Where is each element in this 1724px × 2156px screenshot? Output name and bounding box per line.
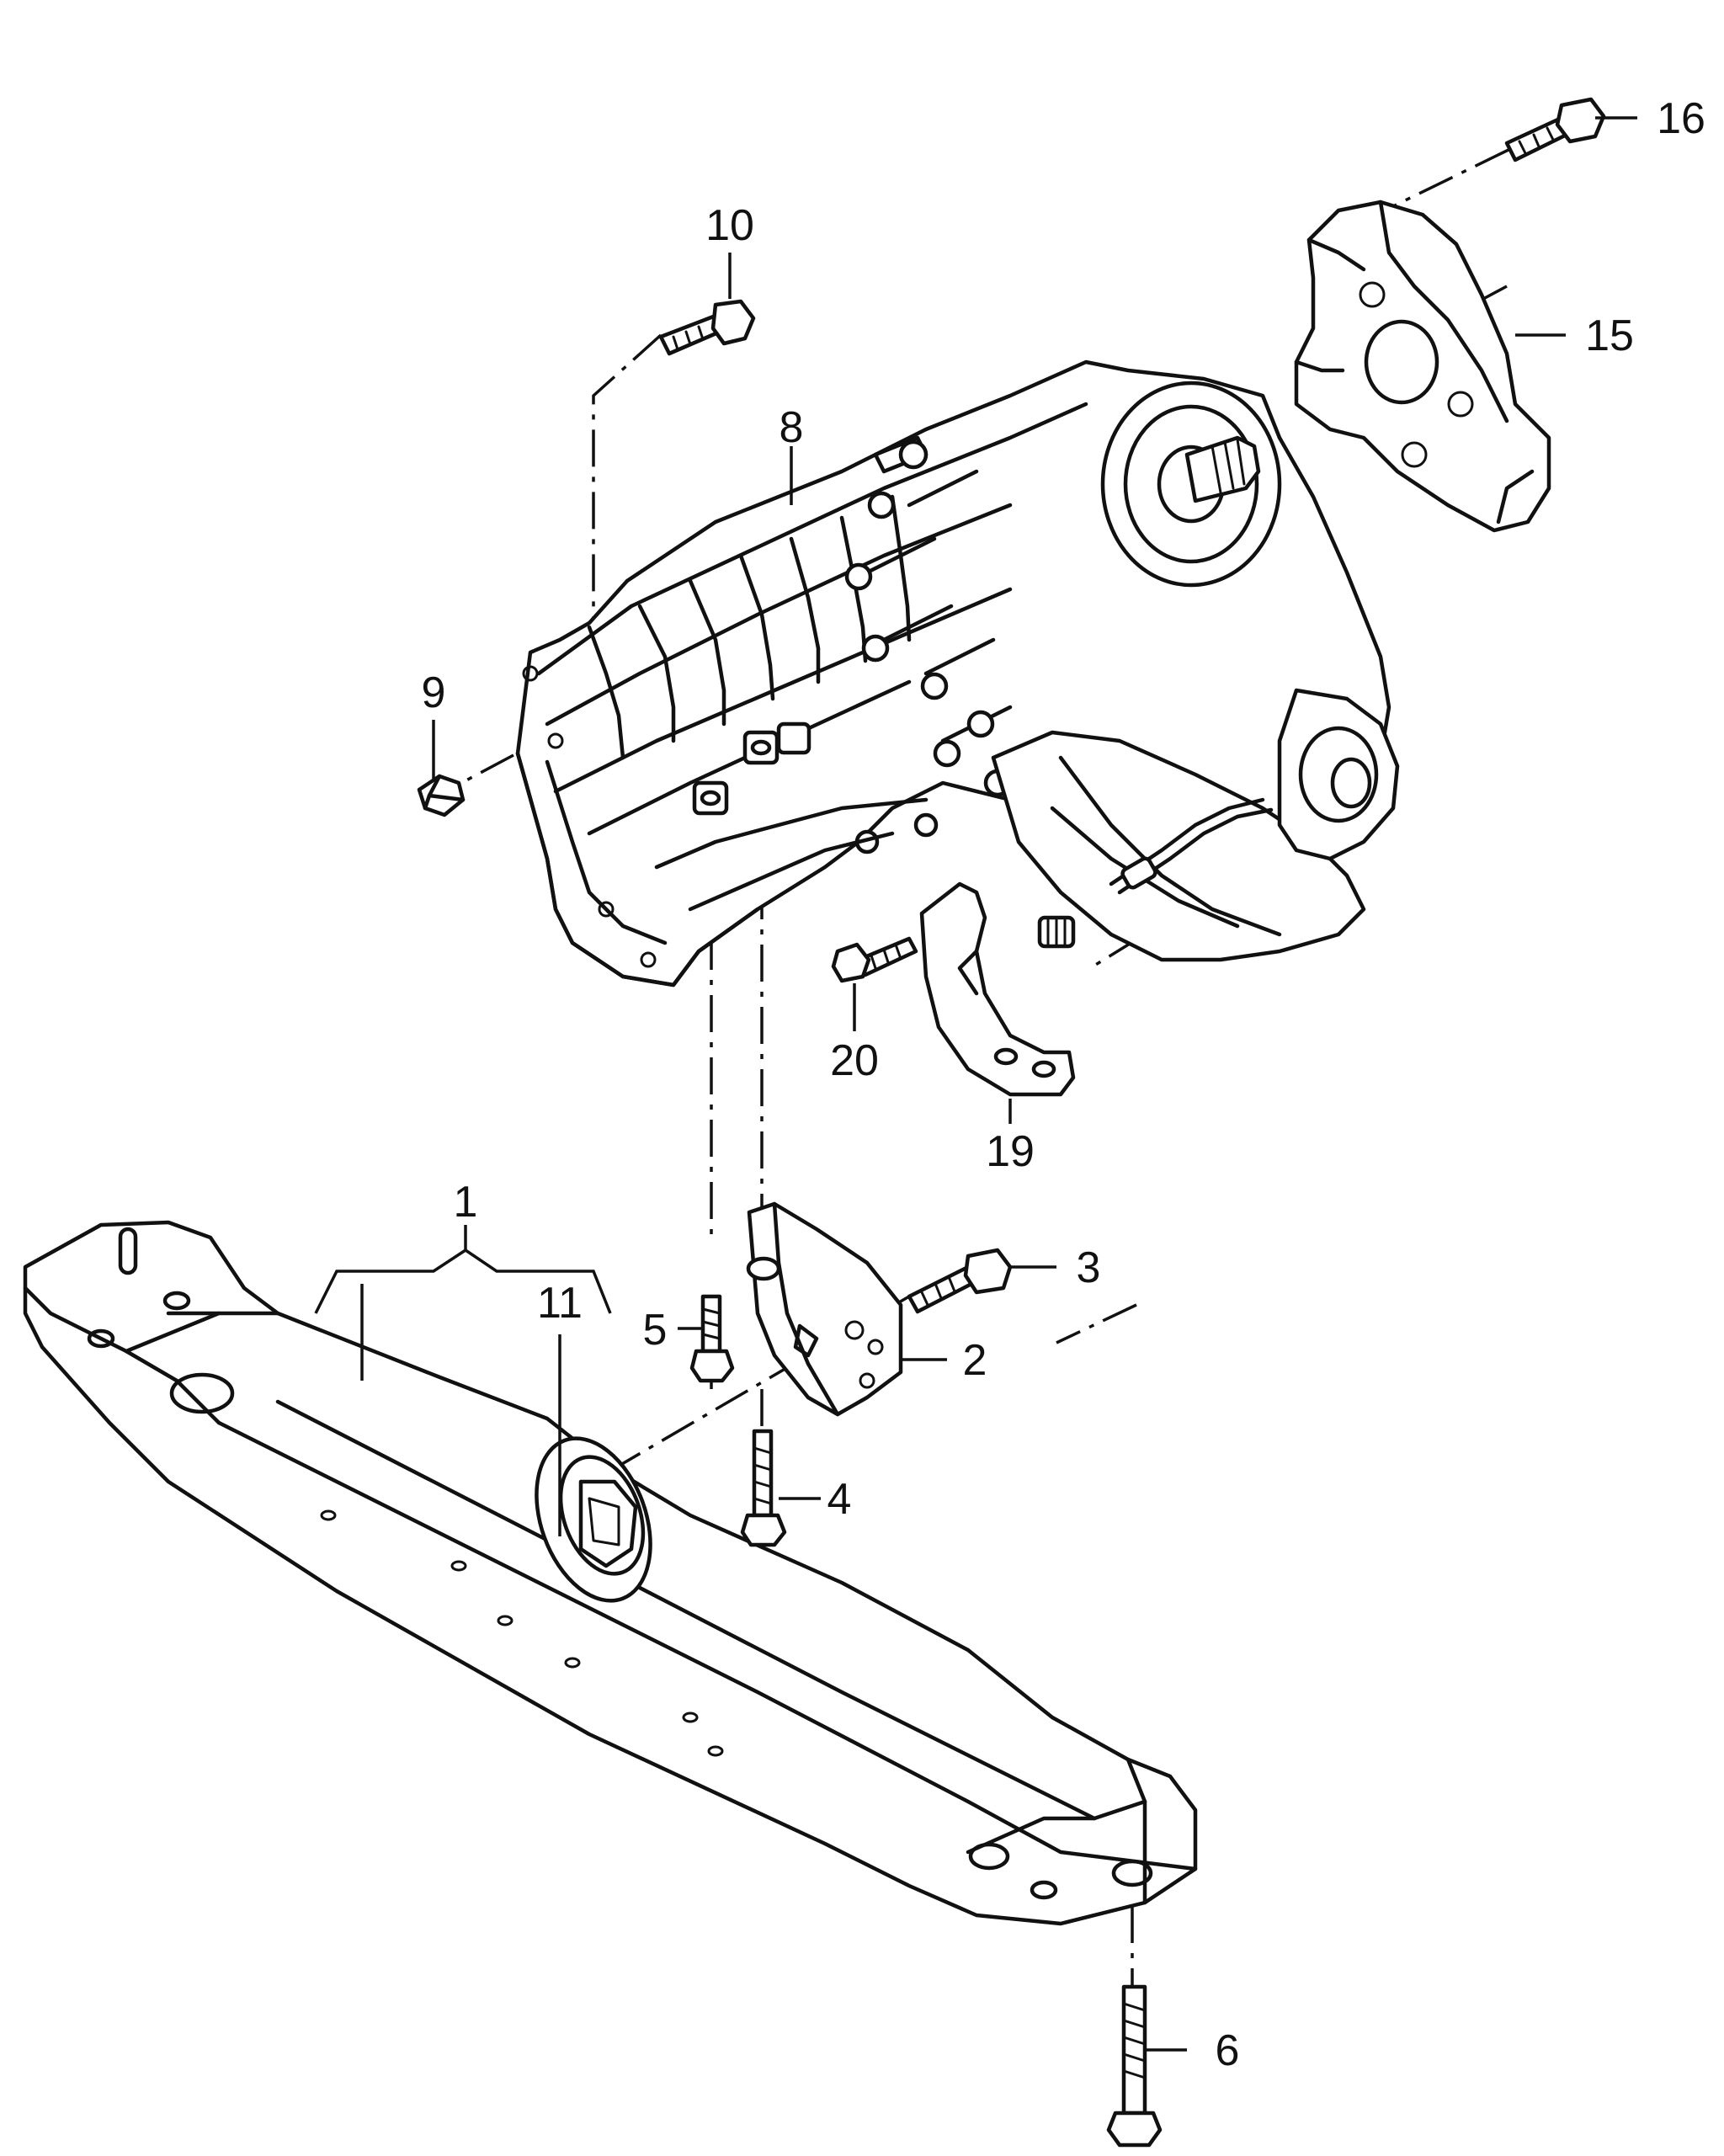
label-20: 20 — [830, 1036, 879, 1085]
bolt-5 — [689, 1294, 735, 1383]
bolt-16 — [1504, 97, 1606, 162]
label-1: 1 — [454, 1178, 478, 1227]
cover-plate — [1294, 200, 1551, 533]
clamp — [919, 881, 1076, 1097]
bolt-4 — [740, 1429, 787, 1547]
label-11: 11 — [537, 1279, 583, 1328]
nut — [417, 774, 466, 817]
label-9: 9 — [422, 668, 446, 717]
label-15: 15 — [1585, 311, 1634, 360]
bolt-6 — [1106, 1984, 1163, 2148]
label-4: 4 — [827, 1475, 852, 1524]
bolt-20 — [831, 936, 918, 983]
label-2: 2 — [963, 1336, 987, 1385]
label-10: 10 — [705, 201, 754, 250]
rubber-mount — [535, 1436, 652, 1603]
label-19: 19 — [986, 1127, 1035, 1176]
bolt-3 — [907, 1248, 1013, 1314]
bolt-10 — [658, 299, 756, 356]
label-3: 3 — [1077, 1243, 1101, 1292]
support-bracket — [746, 1201, 903, 1417]
leader-lines — [314, 116, 1637, 2052]
label-6: 6 — [1216, 2026, 1240, 2075]
callouts: 1 2 3 4 5 6 8 9 10 11 15 16 19 20 — [422, 94, 1705, 2075]
label-8: 8 — [780, 403, 804, 452]
label-5: 5 — [643, 1306, 668, 1355]
label-16: 16 — [1657, 94, 1705, 143]
transmission — [515, 359, 1400, 988]
